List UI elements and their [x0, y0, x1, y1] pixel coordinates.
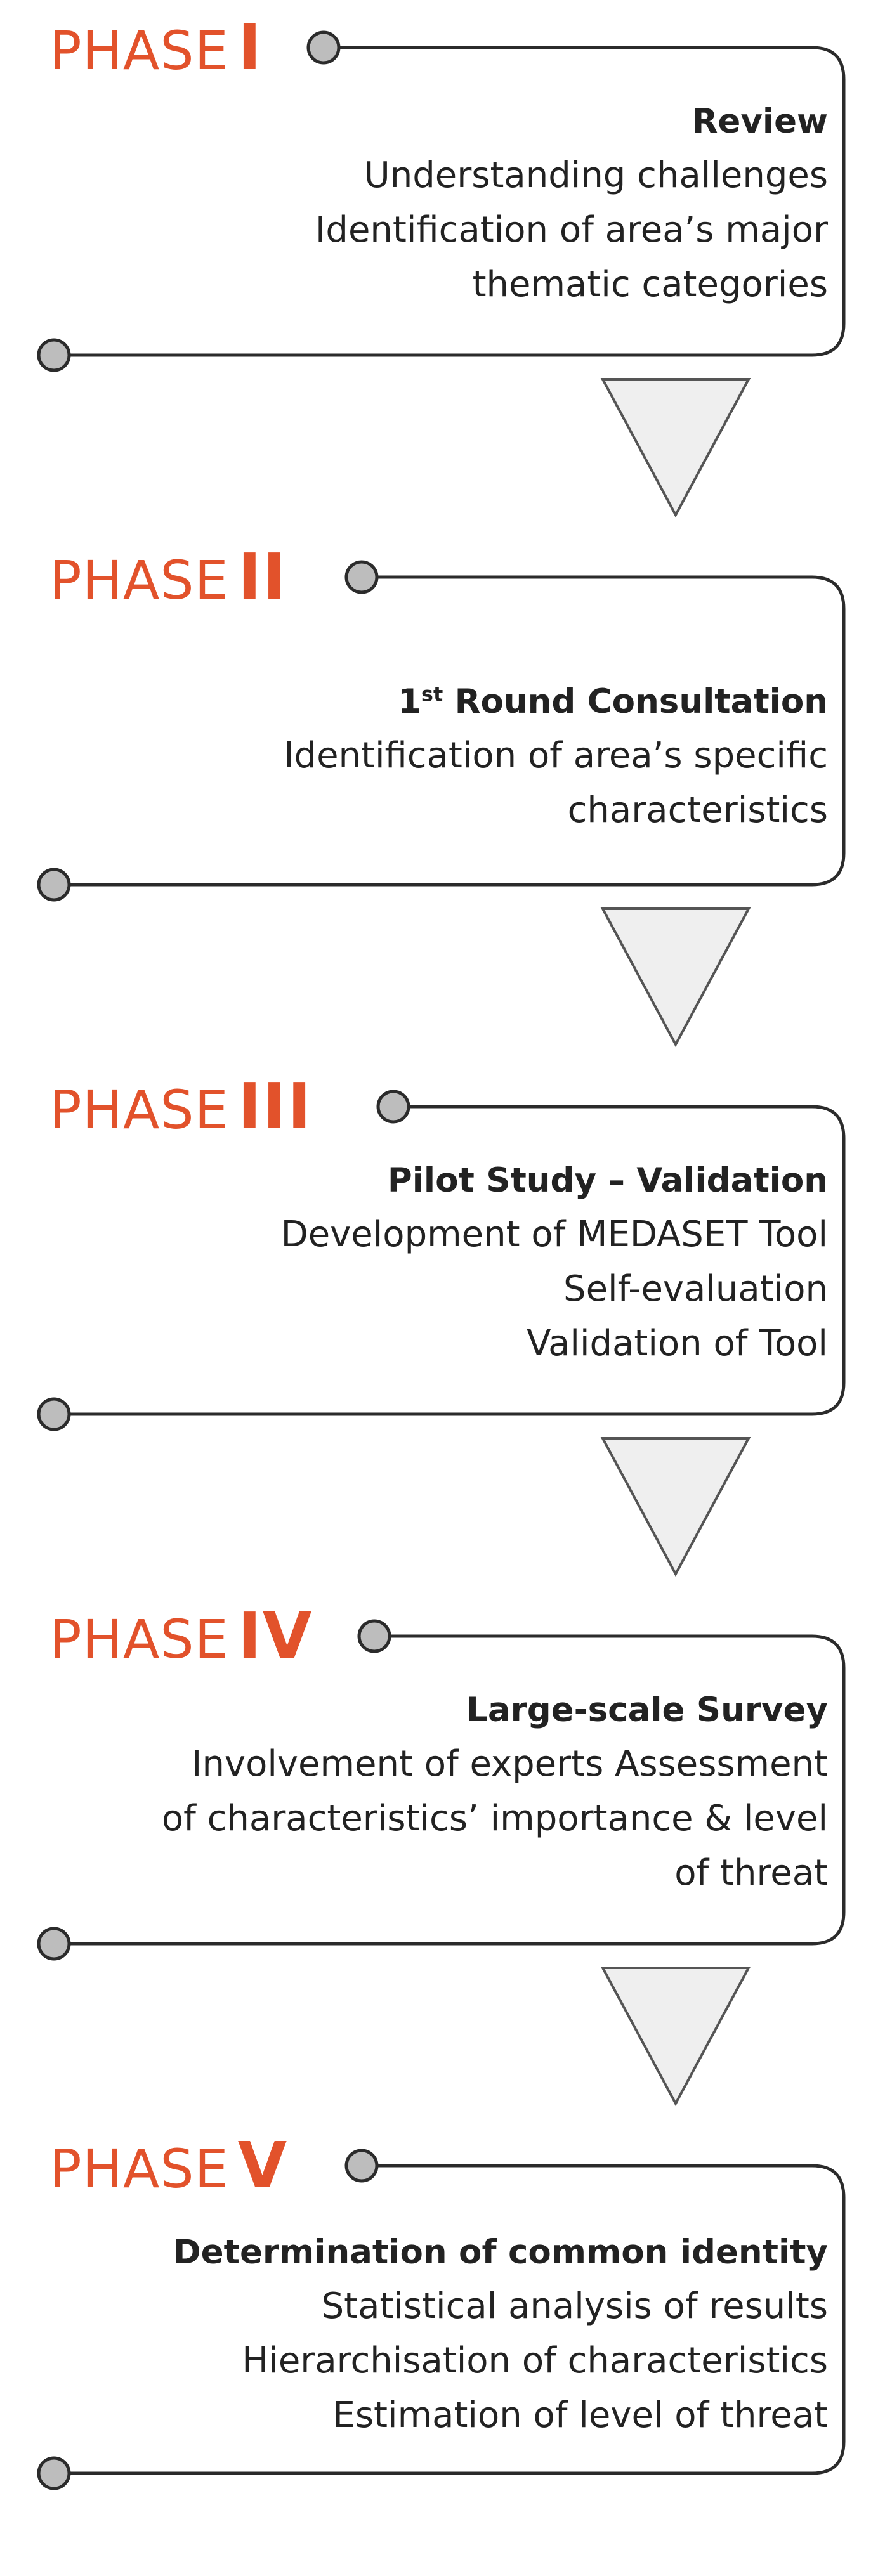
phase-3-content: Pilot Study – Validation Development of … [67, 1154, 828, 1371]
phase-4-word: PHASE [49, 1608, 229, 1670]
phase-1-numeral: I [237, 10, 263, 84]
phase-5-start-node-icon [344, 2149, 379, 2183]
phase-5-line-2: Hierarchisation of characteristics [242, 2340, 828, 2381]
phase-3-bracket [37, 1090, 846, 1431]
phase-5-numeral: V [237, 2128, 289, 2202]
phase-5-bracket [37, 2149, 846, 2490]
phase-3-line-1: Development of MEDASET Tool [280, 1214, 828, 1255]
phase-1-line-1: Understanding challenges [364, 155, 828, 196]
phase-1-heading: Review [692, 102, 828, 141]
phase-4-line-3: of threat [674, 1852, 828, 1894]
phase-2-numeral: II [237, 540, 288, 614]
phase-3-line-2: Self-evaluation [563, 1268, 828, 1310]
phase-1-end-node-icon [37, 338, 71, 372]
phase-2-word: PHASE [49, 549, 229, 611]
phase-2-heading-text: Round Consultation [443, 682, 828, 721]
phase-4-line-1: Involvement of experts Assessment [191, 1743, 828, 1785]
phase-3-word: PHASE [49, 1079, 229, 1141]
phase-3-heading: Pilot Study – Validation [387, 1161, 828, 1200]
phase-1-content: Review Understanding challenges Identifi… [67, 95, 828, 312]
phase-2-start-node-icon [344, 560, 379, 594]
phase-5-end-node-icon [37, 2456, 71, 2490]
phase-5-line-3: Estimation of level of threat [332, 2395, 829, 2436]
phase-4-numeral: IV [237, 1599, 313, 1673]
arrow-3-to-4-icon [600, 1437, 751, 1577]
phase-4-line-2: of characteristics’ importance & level [161, 1798, 828, 1839]
phase-1-start-node-icon [306, 30, 341, 65]
arrow-1-to-2-icon [600, 378, 751, 518]
arrow-2-to-3-icon [600, 907, 751, 1048]
phase-2-end-node-icon [37, 868, 71, 902]
phase-4-start-node-icon [357, 1619, 391, 1653]
phase-2-heading: 1st Round Consultation [67, 675, 828, 729]
phase-4-content: Large-scale Survey Involvement of expert… [67, 1684, 828, 1901]
phase-3-end-node-icon [37, 1397, 71, 1431]
phase-2-heading-suffix: st [421, 682, 443, 706]
phase-2-line-2: characteristics [567, 790, 828, 831]
phase-4-end-node-icon [37, 1927, 71, 1961]
arrow-4-to-5-icon [600, 1967, 751, 2107]
phase-3-start-node-icon [376, 1090, 410, 1124]
phase-1-line-3: thematic categories [472, 264, 828, 305]
phase-5-heading: Determination of common identity [173, 2233, 828, 2272]
phase-4-heading: Large-scale Survey [466, 1691, 828, 1729]
phase-1-word: PHASE [49, 20, 229, 82]
phase-4-bracket [37, 1619, 846, 1961]
phase-5-word: PHASE [49, 2138, 229, 2200]
phase-2-bracket [37, 560, 846, 902]
phase-5-line-1: Statistical analysis of results [321, 2286, 828, 2327]
phase-2-line-1: Identification of area’s specific [284, 735, 828, 776]
phase-3-numeral: III [237, 1069, 313, 1143]
phase-2-heading-number: 1 [398, 682, 421, 721]
phase-3-line-3: Validation of Tool [527, 1323, 828, 1364]
phase-5-content: Determination of common identity Statist… [67, 2226, 828, 2443]
phase-2-content: 1st Round Consultation Identification of… [67, 675, 828, 838]
phase-1-line-2: Identification of area’s major [315, 209, 828, 250]
phase-1-bracket [37, 30, 846, 372]
